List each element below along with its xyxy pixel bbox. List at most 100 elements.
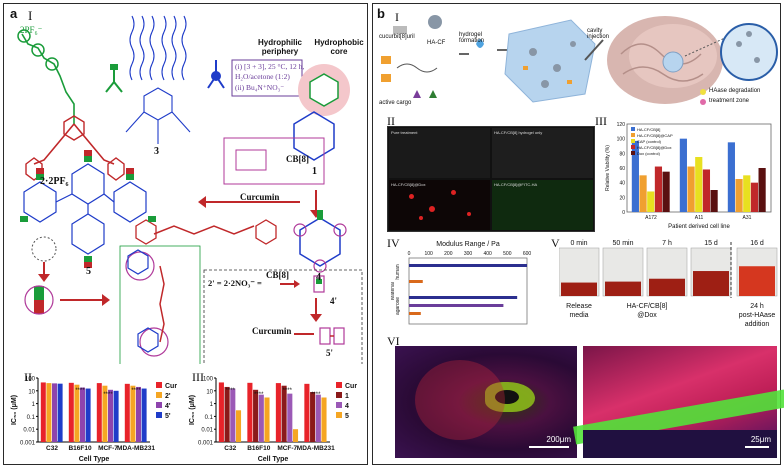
vial-time-label: 15 d bbox=[704, 240, 718, 247]
bar-5'-MCF-7 bbox=[113, 390, 119, 442]
bar-4'-C32 bbox=[52, 383, 57, 442]
legend-label: Cur bbox=[165, 383, 177, 390]
inset-4p: 4' bbox=[330, 296, 338, 306]
bar-5'-C32 bbox=[57, 383, 63, 442]
scale-bar-left: 200μm bbox=[546, 435, 571, 444]
legend-label: 2' bbox=[165, 393, 171, 400]
bar-Cur-C32 bbox=[40, 382, 46, 442]
panel-b-ii-label: II bbox=[387, 114, 395, 128]
micro-caption-1: Pure treatment bbox=[391, 130, 418, 135]
bar-5'-B16F10 bbox=[85, 388, 91, 442]
x-tick-label: MCF-7 bbox=[277, 445, 297, 452]
legend-label: HA-CF/CB[8] bbox=[637, 127, 660, 132]
y-tick-label: 40 bbox=[619, 181, 625, 187]
legend-label: CAP (control) bbox=[637, 139, 662, 144]
y-axis-label: Relative Viability (%) bbox=[605, 145, 611, 191]
legend-label: 5 bbox=[345, 413, 349, 420]
schematic-haase-label: HAase degradation bbox=[709, 88, 761, 94]
legend-swatch bbox=[631, 145, 635, 149]
inset-box bbox=[203, 269, 363, 364]
linker-icon bbox=[105, 64, 123, 93]
y-tick-label: 100 bbox=[25, 377, 36, 383]
y-tick-label: 0.01 bbox=[201, 428, 213, 434]
bar-Cur-MCF-7 bbox=[96, 383, 102, 442]
bar-Cur-B16F10 bbox=[247, 382, 253, 442]
y-tick-label: 120 bbox=[617, 122, 626, 128]
y-tick-label: 0 bbox=[622, 210, 625, 216]
y-tick-label: 20 bbox=[619, 195, 625, 201]
y-tick-label: 1 bbox=[210, 402, 214, 408]
y-tick-label: 80 bbox=[619, 151, 625, 157]
y-axis-label: Material bbox=[391, 282, 396, 300]
panel-b-iv-label: IV bbox=[387, 236, 400, 250]
bar-2'-MDA-MB231 bbox=[130, 385, 136, 442]
x-tick-label: C32 bbox=[224, 445, 236, 452]
bar-Dox (control)-A11 bbox=[710, 190, 718, 212]
scale-bar-right: 25μm bbox=[750, 435, 771, 444]
significance-label: **** bbox=[254, 392, 264, 398]
bar-4'-MDA-MB231 bbox=[136, 386, 141, 442]
vial-liquid-0 bbox=[561, 282, 597, 296]
bar-Dox (control)-A172 bbox=[662, 171, 670, 212]
x-tick-label: A172 bbox=[645, 215, 657, 221]
micro-caption-3: HA-CF/CB[8]@Dox bbox=[391, 182, 426, 187]
x-tick-label: 200 bbox=[444, 251, 453, 257]
y-tick-label: 0.1 bbox=[27, 415, 36, 421]
bar-2'-MCF-7 bbox=[102, 385, 108, 442]
compound-5-structure bbox=[23, 163, 147, 255]
vial-caption-3b: post-HAase bbox=[739, 312, 776, 319]
bar-2'-C32 bbox=[46, 383, 52, 442]
histology-image-left: 200μm bbox=[395, 346, 577, 458]
curcumin-label: Curcumin bbox=[240, 192, 280, 202]
legend-swatch-5' bbox=[156, 412, 162, 418]
y-tick-label: 60 bbox=[619, 166, 625, 172]
panel-a-roman: I bbox=[28, 8, 33, 23]
bar-CAP (control)-A31 bbox=[743, 175, 751, 212]
significance-label: **** bbox=[131, 388, 141, 394]
histology-image-right: 25μm bbox=[573, 346, 784, 458]
legend-swatch bbox=[631, 133, 635, 137]
schematic-cargo-label: active cargo bbox=[379, 100, 412, 106]
panel-b-iii-label: III bbox=[595, 114, 607, 128]
compound-3-structure bbox=[125, 15, 191, 144]
legend-label: 1 bbox=[345, 393, 349, 400]
bar-4'-MCF-7 bbox=[108, 389, 113, 442]
legend-swatch-Cur bbox=[156, 382, 162, 388]
inset-cb8: CB[8] bbox=[266, 270, 289, 280]
inset-5p: 5' bbox=[326, 348, 334, 358]
vial-time-label: 16 d bbox=[750, 240, 764, 247]
x-tick-label: MDA-MB231 bbox=[117, 445, 155, 452]
inset-formula: 2' = 2·2NO₃⁻ = bbox=[208, 278, 262, 288]
panel-b-letter: b bbox=[377, 6, 385, 21]
bar-CAP (control)-A11 bbox=[695, 157, 703, 212]
y-category-label: human bbox=[395, 264, 401, 280]
reaction-step-1: (i) [3 + 3], 25 °C, 12 h, bbox=[235, 62, 305, 71]
legend-swatch-4 bbox=[336, 402, 342, 408]
bar-4-C32 bbox=[230, 388, 236, 442]
legend-label: Cur bbox=[345, 383, 357, 390]
bar-HA-CF/CB[8]@CAP-A172 bbox=[639, 175, 647, 212]
y-tick-label: 10 bbox=[28, 389, 35, 395]
bar-HA-CF/CB[8]@CAP-A31 bbox=[735, 179, 743, 212]
x-tick-label: B16F10 bbox=[68, 445, 92, 452]
vial-liquid-1 bbox=[605, 281, 641, 296]
bar-1-B16F10 bbox=[253, 389, 259, 442]
vial-caption-1a: Release bbox=[566, 303, 592, 310]
cb8-label: CB[8] bbox=[286, 154, 309, 164]
y-tick-label: 0.001 bbox=[198, 441, 214, 447]
bar-HA-CF/CB[8]-A11 bbox=[679, 138, 687, 212]
micrograph-3 bbox=[389, 180, 490, 230]
x-tick-label: 500 bbox=[503, 251, 512, 257]
bar-Cur-B16F10 bbox=[68, 382, 74, 442]
bar-1-MCF-7 bbox=[281, 385, 287, 442]
panel-a: a I bbox=[3, 3, 368, 465]
x-tick-label: B16F10 bbox=[247, 445, 271, 452]
compound-1-label: 1 bbox=[312, 166, 317, 177]
legend-swatch bbox=[631, 151, 635, 155]
vial-caption-2b: @Dox bbox=[637, 312, 657, 319]
range-bar-0 bbox=[409, 264, 527, 267]
vial-caption-1b: media bbox=[569, 312, 588, 319]
